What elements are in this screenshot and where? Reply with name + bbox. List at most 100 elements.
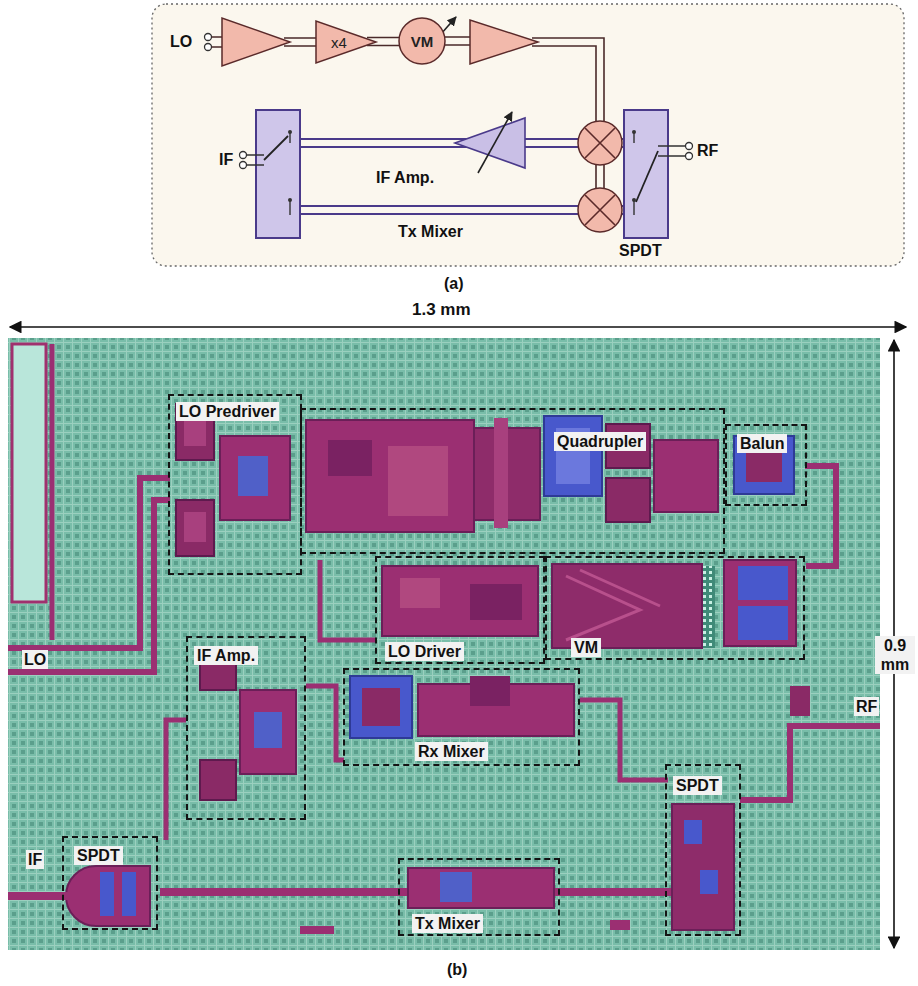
layout-shape bbox=[790, 686, 810, 716]
multiplier-symbol bbox=[316, 21, 376, 63]
layout-shape bbox=[494, 418, 508, 528]
layout-shape bbox=[362, 688, 400, 726]
port-label: LO bbox=[22, 650, 48, 669]
layout-shape bbox=[350, 676, 412, 738]
wire-shape bbox=[805, 466, 836, 566]
layout-shape bbox=[12, 344, 46, 602]
layout-shape bbox=[470, 20, 538, 64]
layout-shape bbox=[152, 4, 904, 266]
layout-shape bbox=[306, 420, 474, 532]
layout-shape bbox=[552, 564, 702, 648]
layout-shape bbox=[254, 712, 282, 748]
layout-shape bbox=[654, 440, 718, 512]
block-label: Balun bbox=[737, 434, 787, 453]
port-label: RF bbox=[854, 697, 879, 716]
layout-shape bbox=[746, 448, 782, 482]
block-label: SPDT bbox=[673, 776, 722, 795]
wire-shape bbox=[306, 686, 344, 760]
panel-label: (b) bbox=[447, 960, 467, 979]
symbol-text: VM bbox=[411, 33, 434, 50]
block-label: LO Predriver bbox=[176, 402, 279, 421]
wire-shape bbox=[636, 151, 658, 202]
layout-shape bbox=[470, 584, 522, 620]
layout-shape bbox=[400, 578, 440, 608]
wire-shape bbox=[596, 164, 604, 189]
layout-block: SPDT bbox=[62, 836, 158, 930]
dimension-label: 1.3 mm bbox=[412, 300, 471, 320]
layout-shape bbox=[544, 416, 602, 496]
port-label: IF bbox=[219, 150, 233, 169]
layout-block: LO Predriver bbox=[168, 394, 302, 575]
port-label: IF bbox=[26, 850, 44, 869]
layout-shape bbox=[382, 566, 538, 636]
vector-modulator-circle: VM bbox=[398, 17, 446, 65]
layout-shape bbox=[288, 130, 292, 134]
layout-shape bbox=[222, 18, 290, 66]
wire-shape bbox=[166, 720, 186, 840]
port-label: LO bbox=[170, 32, 192, 51]
layout-shape bbox=[578, 188, 622, 232]
wire-shape bbox=[300, 139, 579, 147]
wire-shape bbox=[580, 700, 668, 780]
layout-block: Tx Mixer bbox=[398, 858, 560, 936]
wire-shape bbox=[445, 37, 472, 45]
multiplier-triangle: x4 bbox=[315, 20, 377, 64]
wire-shape bbox=[50, 344, 55, 640]
layout-block: Quadrupler bbox=[300, 408, 725, 554]
layout-shape bbox=[700, 870, 718, 894]
layout-shape bbox=[738, 566, 788, 600]
layout-shape bbox=[686, 143, 693, 150]
wire-shape bbox=[320, 560, 376, 640]
block-label: SPDT bbox=[74, 846, 123, 865]
layout-block: IF Amp. bbox=[186, 636, 306, 820]
layout-block: LO Driver bbox=[375, 556, 545, 664]
port-label: RF bbox=[697, 141, 718, 160]
layout-shape bbox=[632, 130, 636, 134]
block-label: IF Amp. bbox=[376, 168, 434, 187]
wire-shape bbox=[740, 726, 880, 800]
wire-shape bbox=[300, 206, 579, 214]
layout-shape bbox=[455, 118, 525, 168]
layout-shape bbox=[686, 153, 693, 160]
wire-shape bbox=[566, 570, 660, 640]
layout-shape bbox=[200, 760, 236, 800]
layout-shape bbox=[328, 440, 372, 476]
wire-shape bbox=[284, 38, 318, 46]
block-label: Tx Mixer bbox=[412, 914, 483, 933]
block-label: IF Amp. bbox=[194, 646, 258, 665]
layout-shape bbox=[408, 868, 554, 908]
block-label: Quadrupler bbox=[554, 432, 646, 451]
chip-micrograph bbox=[8, 338, 880, 950]
layout-shape bbox=[578, 121, 622, 165]
wire-shape bbox=[8, 500, 170, 672]
block-label: Rx Mixer bbox=[415, 742, 488, 761]
layout-shape bbox=[184, 512, 206, 542]
layout-shape bbox=[624, 110, 668, 238]
dimension-label: 0.9 mm bbox=[875, 636, 915, 674]
layout-shape bbox=[672, 804, 734, 930]
layout-shape bbox=[8, 338, 880, 950]
wire-shape bbox=[633, 132, 634, 215]
wire-shape bbox=[8, 478, 170, 648]
wire-shape bbox=[585, 128, 615, 158]
layout-shape bbox=[122, 872, 136, 916]
layout-shape bbox=[470, 676, 510, 706]
layout-shape bbox=[205, 44, 212, 51]
layout-shape bbox=[100, 872, 114, 916]
layout-shape bbox=[724, 560, 796, 646]
layout-shape bbox=[240, 690, 296, 774]
block-diagram bbox=[152, 4, 904, 266]
wire-shape bbox=[478, 112, 512, 173]
layout-shape bbox=[288, 198, 292, 202]
layout-shape bbox=[610, 920, 630, 930]
layout-shape bbox=[300, 926, 334, 934]
block-label: LO Driver bbox=[385, 642, 464, 661]
layout-block: Rx Mixer bbox=[343, 668, 580, 766]
block-label: VM bbox=[571, 638, 601, 657]
wire-shape bbox=[532, 38, 604, 122]
layout-shape bbox=[220, 436, 290, 520]
panel-label: (a) bbox=[444, 274, 464, 293]
